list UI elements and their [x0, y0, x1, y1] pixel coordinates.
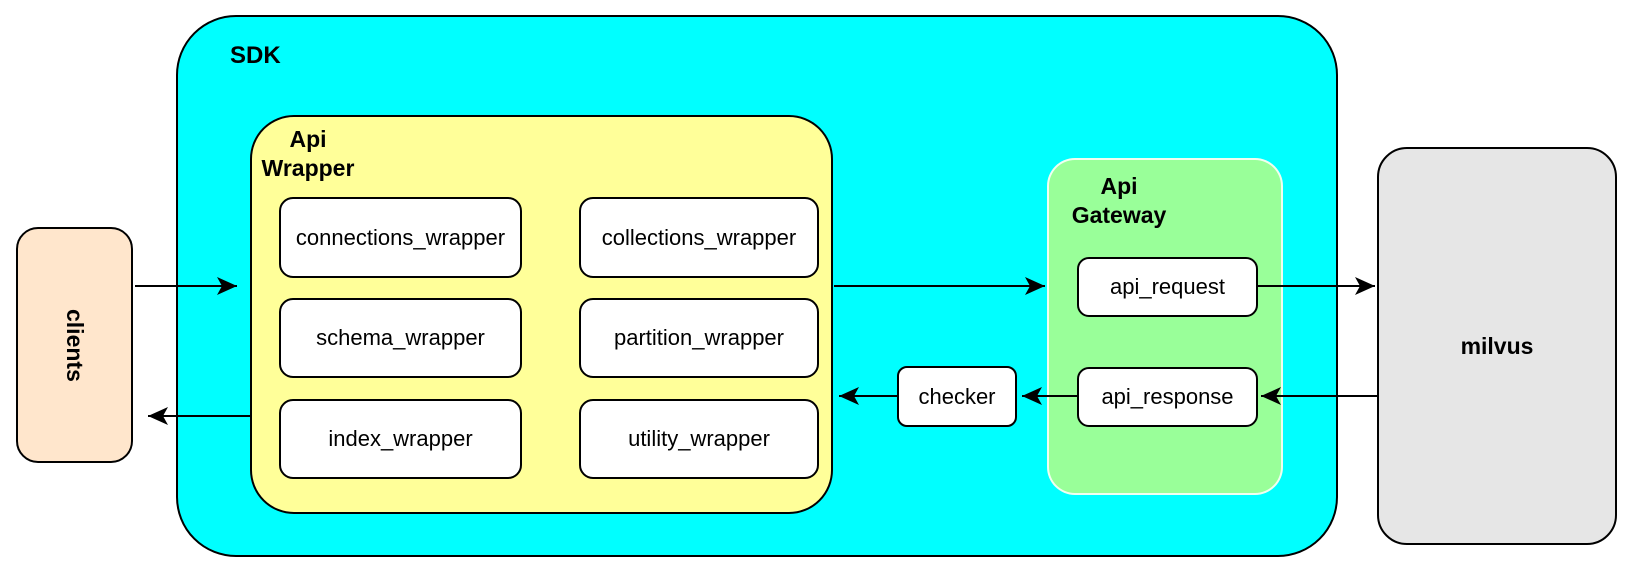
- milvus-label: milvus: [1460, 332, 1534, 359]
- container-api-gateway: Api Gateway api_request api_response: [1047, 158, 1283, 495]
- node-checker: checker: [897, 366, 1017, 427]
- node-milvus: milvus: [1377, 147, 1617, 545]
- api-gateway-label: Api Gateway: [1071, 173, 1167, 228]
- node-connections-wrapper: connections_wrapper: [279, 197, 522, 278]
- clients-label: clients: [62, 308, 88, 382]
- node-api-request: api_request: [1077, 257, 1258, 317]
- sdk-label: SDK: [230, 42, 281, 69]
- node-schema-wrapper: schema_wrapper: [279, 298, 522, 378]
- node-collections-wrapper: collections_wrapper: [579, 197, 819, 278]
- node-partition-wrapper: partition_wrapper: [579, 298, 819, 378]
- container-api-wrapper: Api Wrapper connections_wrapper collecti…: [250, 115, 833, 514]
- node-clients: clients: [16, 227, 133, 463]
- api-wrapper-label: Api Wrapper: [261, 126, 355, 181]
- node-utility-wrapper: utility_wrapper: [579, 399, 819, 479]
- node-index-wrapper: index_wrapper: [279, 399, 522, 479]
- node-api-response: api_response: [1077, 367, 1258, 427]
